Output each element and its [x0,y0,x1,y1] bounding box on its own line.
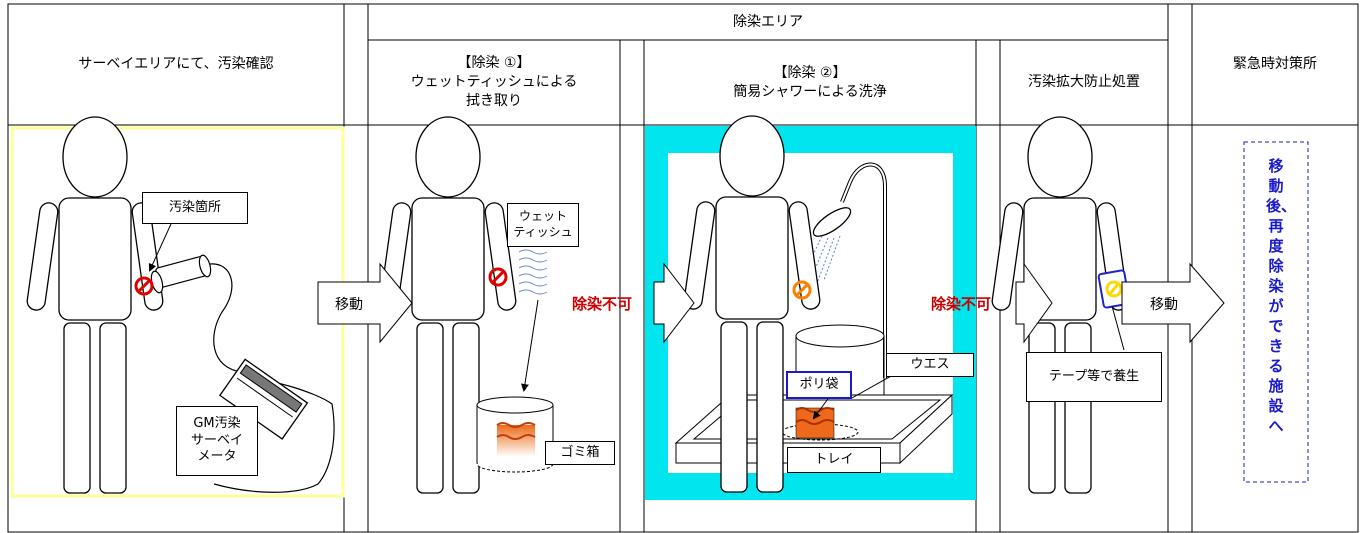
outer-frame [7,3,1359,533]
header-prevent: 汚染拡大防止処置 [1028,74,1140,91]
label-tape: テープ等で養生 [1026,352,1162,402]
label-wet-tissue: ウェット ティッシュ [507,203,579,247]
flow-arrows [317,262,1225,344]
gm-probe [150,254,212,294]
trash-can-drawing [476,396,554,473]
header-decon-2: 【除染 ②】 簡易シャワーによる洗浄 [733,64,887,100]
label-rag: ウエス [886,353,974,377]
prohibit-mark-1 [134,276,154,296]
final-destination-note: 移動後、再度除染ができる施設へ [1266,157,1297,435]
prohibit-mark-3 [792,280,812,300]
arrow-not-decon-2-label: 除染不可 [931,295,992,313]
final-destination-box [1243,141,1309,483]
header-decon-1: 【除染 ①】 ウェットティッシュによる 拭き取り [410,55,578,109]
label-gm-meter: GM汚染 サーベイ メータ [176,406,258,476]
wet-tissue-drawing [518,249,548,295]
gm-meter-body [218,358,309,440]
arrow-move-2-label: 移動 [1150,297,1178,313]
header-emergency: 緊急時対策所 [1233,56,1317,73]
header-survey: サーベイエリアにて、汚染確認 [78,56,274,73]
arrow-not-decon-1-label: 除染不可 [572,295,633,313]
gm-cable [209,263,243,373]
label-poly-bag: ポリ袋 [786,371,852,399]
header-decon-area: 除染エリア [733,13,803,30]
label-tray: トレイ [787,447,881,473]
label-trash: ゴミ箱 [545,441,615,465]
label-contam-spot: 汚染箇所 [142,192,248,224]
arrow-move-1-label: 移動 [335,297,363,313]
prohibit-mark-2 [488,267,508,287]
